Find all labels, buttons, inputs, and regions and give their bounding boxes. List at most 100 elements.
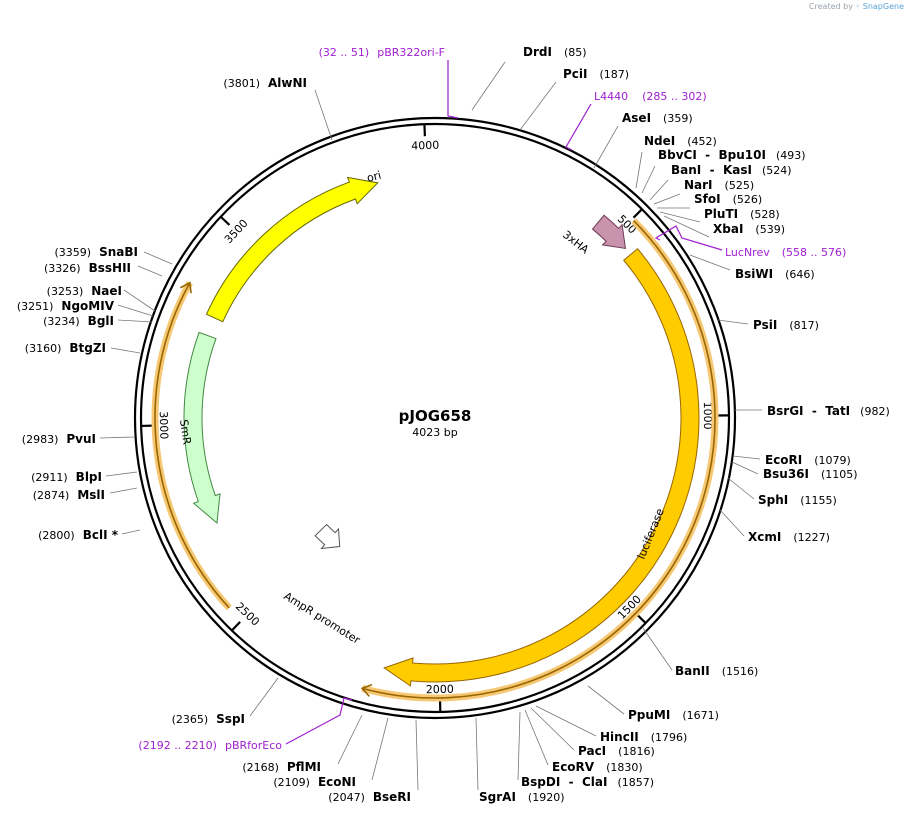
site-leader: [517, 711, 521, 781]
primer-label[interactable]: L4440(285 .. 302): [594, 90, 707, 103]
orf-arcs: [151, 218, 719, 702]
site-label[interactable]: (3234)BglI: [43, 314, 114, 328]
site-label[interactable]: BanI - KasI(524): [671, 163, 792, 177]
site-label[interactable]: SgrAI(1920): [479, 790, 564, 804]
tick-label: 1000: [701, 401, 714, 429]
site-leader: [137, 265, 163, 277]
site-label[interactable]: EcoRI(1079): [765, 453, 851, 467]
primer-labels: (32 .. 51)pBR322ori-F L4440(285 .. 302) …: [138, 46, 846, 752]
site-leader: [689, 254, 731, 271]
site-label[interactable]: (3801)AlwNI: [223, 76, 307, 90]
feature-arrow-ampr-promoter[interactable]: [314, 523, 341, 550]
site-label[interactable]: DrdI(85): [523, 45, 587, 59]
feature-label-ampr-promoter: AmpR promoter: [281, 590, 362, 648]
site-label[interactable]: BbvCI - Bpu10I(493): [658, 148, 806, 162]
site-leader: [109, 487, 138, 494]
tick-mark: [632, 208, 643, 219]
site-label[interactable]: (2109)EcoNI: [273, 775, 356, 789]
tick-label: 2000: [426, 683, 454, 697]
site-leader: [371, 717, 389, 781]
site-leader: [249, 677, 279, 717]
site-leader: [535, 705, 597, 737]
site-leader: [524, 709, 549, 766]
feature-label-ori: ori: [365, 169, 382, 185]
site-label[interactable]: HincII(1796): [600, 730, 687, 744]
feature-arrows: [183, 176, 700, 687]
site-label[interactable]: EcoRV(1830): [552, 760, 643, 774]
tick-mark: [219, 215, 231, 226]
site-label[interactable]: XcmI(1227): [748, 530, 830, 544]
site-leader: [642, 627, 673, 671]
site-label[interactable]: PacI(1816): [578, 744, 655, 758]
site-label[interactable]: PsiI(817): [753, 318, 819, 332]
site-leader: [314, 89, 333, 141]
credit-prefix: Created by: [808, 2, 853, 11]
plasmid-length: 4023 bp: [412, 426, 457, 439]
site-leader: [727, 477, 755, 500]
credit-brand: SnapGene: [862, 2, 904, 11]
site-label[interactable]: PluTI(528): [704, 207, 780, 221]
site-label[interactable]: Bsu36I(1105): [763, 467, 858, 481]
site-leader: [99, 436, 136, 439]
feature-arrow-luciferase[interactable]: [383, 247, 700, 687]
site-label[interactable]: BspDI - ClaI(1857): [521, 775, 654, 789]
site-leader: [121, 529, 141, 535]
site-label[interactable]: (3253)NaeI: [47, 284, 122, 298]
site-leader: [530, 707, 575, 751]
site-leader: [731, 461, 759, 475]
site-leader: [649, 179, 669, 201]
tick-mark: [231, 621, 241, 632]
site-label[interactable]: XbaI(539): [713, 222, 785, 236]
site-label[interactable]: BanII(1516): [675, 664, 758, 678]
site-label[interactable]: (3160)BtgZI: [25, 341, 106, 355]
site-leader: [653, 193, 681, 205]
site-label[interactable]: PciI(187): [563, 67, 629, 81]
site-label[interactable]: (2800)BclI *: [38, 528, 119, 542]
site-label[interactable]: (2911)BlpI: [31, 470, 102, 484]
site-label[interactable]: NarI(525): [684, 178, 754, 192]
orf-arc: [154, 282, 230, 609]
feature-arrow-3xha[interactable]: [591, 214, 627, 250]
site-leader: [519, 81, 557, 131]
primer-label[interactable]: (2192 .. 2210)pBRforEco: [138, 739, 282, 752]
primer-label[interactable]: (32 .. 51)pBR322ori-F: [319, 46, 445, 59]
site-label[interactable]: (2047)BseRI: [328, 790, 411, 804]
site-label[interactable]: (2874)MslI: [33, 488, 105, 502]
site-leader: [117, 304, 154, 317]
site-label[interactable]: PpuMI(1671): [628, 708, 719, 722]
site-label[interactable]: SphI(1155): [758, 493, 837, 507]
site-leader: [117, 319, 153, 323]
site-label[interactable]: (2168)PflMI: [242, 760, 321, 774]
site-label[interactable]: (3359)SnaBI: [55, 245, 138, 259]
site-label[interactable]: NdeI(452): [644, 134, 717, 148]
site-leader: [110, 347, 141, 354]
tick-label: 4000: [411, 139, 439, 153]
site-leader: [337, 714, 363, 765]
site-leader: [123, 289, 156, 312]
site-leader: [593, 125, 619, 169]
site-label[interactable]: BsiWI(646): [735, 267, 815, 281]
site-leader: [105, 471, 138, 477]
site-leader: [659, 211, 701, 223]
site-label[interactable]: (3251)NgoMIV: [17, 299, 115, 313]
site-leader: [641, 165, 656, 194]
feature-arrow-ori[interactable]: [205, 176, 379, 323]
site-label[interactable]: SfoI(526): [694, 192, 762, 206]
site-label[interactable]: (2983)PvuI: [22, 432, 96, 446]
feature-label-3xha: 3xHA: [560, 228, 591, 257]
plasmid-backbone: [133, 116, 737, 720]
feature-label-smr: SmR: [177, 419, 193, 446]
site-leader: [471, 61, 506, 111]
site-leader: [635, 151, 643, 189]
site-label[interactable]: (3326)BssHII: [44, 261, 131, 275]
primer-label[interactable]: LucNrev(558 .. 576): [725, 246, 846, 259]
site-label[interactable]: BsrGI - TatI(982): [767, 404, 890, 418]
site-leader: [663, 215, 710, 238]
tick-label: 3000: [157, 411, 171, 439]
site-leader: [717, 319, 749, 325]
tick-mark: [636, 613, 647, 624]
site-label[interactable]: (2365)SspI: [172, 712, 245, 726]
site-label[interactable]: AseI(359): [622, 111, 693, 125]
feature-arrow-smr[interactable]: [183, 331, 221, 524]
